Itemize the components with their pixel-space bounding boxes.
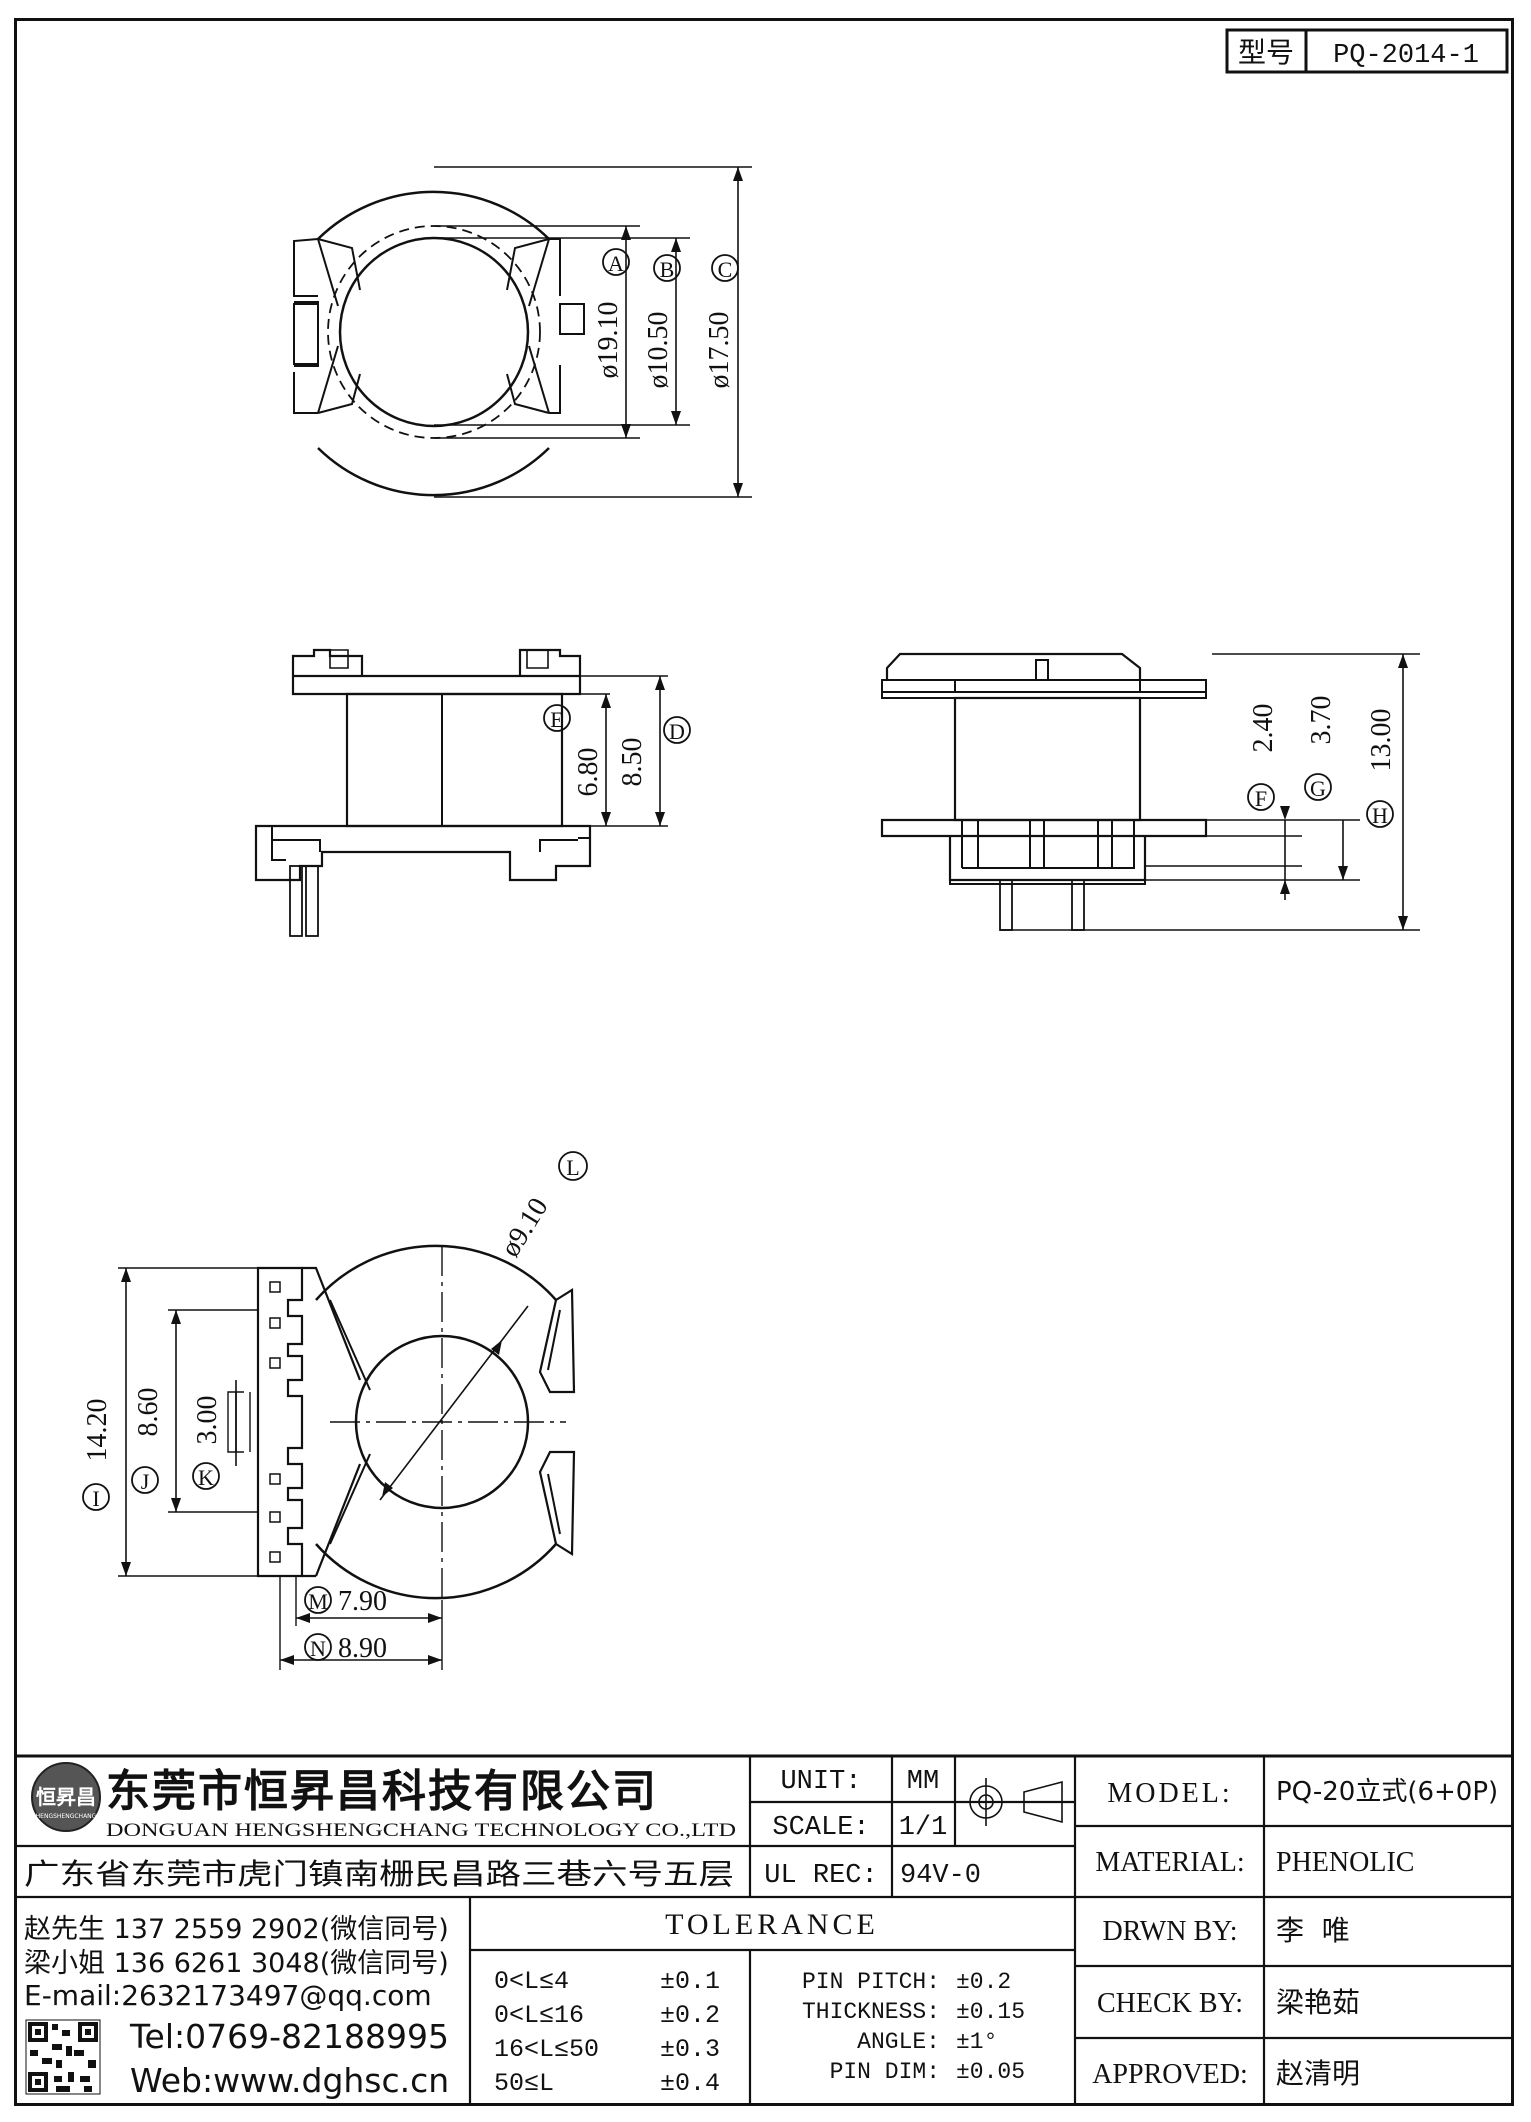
- projection-symbol: [962, 1778, 1070, 1826]
- contact-email: E-mail:2632173497@qq.com: [24, 1979, 432, 2012]
- dim-E-letter: E: [550, 707, 563, 732]
- tol-thickness-label: THICKNESS:: [802, 1999, 940, 2025]
- dim-I-value: 14.20: [82, 1399, 113, 1462]
- tol-value-1: ±0.1: [660, 1967, 720, 1996]
- dim-M-letter: M: [308, 1589, 328, 1614]
- company-logo: 恒昇昌 HENGSHENGCHANG: [31, 1762, 101, 1832]
- dim-H: H 13.00: [1366, 709, 1397, 829]
- tol-pin-dim-label: PIN DIM:: [830, 2059, 940, 2085]
- drawing-frame: [14, 18, 1514, 2106]
- tol-value-2: ±0.2: [660, 2001, 720, 2030]
- contact-web: Web:www.dghsc.cn: [130, 2061, 449, 2100]
- tol-pin-pitch-label: PIN PITCH:: [802, 1969, 940, 1995]
- approved-value: 赵清明: [1276, 2057, 1360, 2090]
- dim-A-value: ø19.10: [593, 302, 624, 379]
- company-name-cn: 东莞市恒昇昌科技有限公司: [106, 1766, 658, 1817]
- approved-label: APPROVED:: [1092, 2059, 1248, 2090]
- scale-label: SCALE:: [772, 1813, 869, 1843]
- tol-value-3: ±0.3: [660, 2035, 720, 2064]
- dim-I-letter: I: [92, 1486, 99, 1511]
- tol-range-3: 16<L≤50: [494, 2035, 599, 2064]
- company-name-en: DONGUAN HENGSHENGCHANG TECHNOLOGY CO.,LT…: [106, 1820, 736, 1841]
- tol-pin-dim-value: ±0.05: [956, 2059, 1025, 2085]
- tol-range-4: 50≤L: [494, 2069, 554, 2098]
- dim-D: D 8.50: [617, 716, 691, 787]
- model-box-value: PQ-2014-1: [1333, 41, 1479, 71]
- drawn-by-value: 李 唯: [1276, 1914, 1350, 1947]
- qr-code: [25, 2019, 101, 2095]
- dim-N: N 8.90: [304, 1633, 387, 1664]
- dim-L: L ø9.10: [495, 1151, 588, 1263]
- dim-E: E 6.80: [543, 704, 604, 797]
- side-view: [880, 652, 1420, 931]
- dim-B-value: ø10.50: [643, 312, 674, 389]
- model-label: MODEL:: [1107, 1778, 1232, 1809]
- model-box-label: 型号: [1238, 36, 1294, 69]
- unit-value: MM: [907, 1767, 939, 1797]
- logo-subtext: HENGSHENGCHANG: [36, 1813, 97, 1820]
- top-view: [293, 166, 752, 498]
- material-label: MATERIAL:: [1095, 1847, 1244, 1878]
- dim-L-value: ø9.10: [495, 1193, 555, 1263]
- dim-C-letter: C: [718, 257, 733, 282]
- tol-range-2: 0<L≤16: [494, 2001, 584, 2030]
- dim-M-value: 7.90: [338, 1586, 387, 1617]
- check-by-value: 梁艳茹: [1276, 1986, 1360, 2019]
- dim-G-value: 3.70: [1306, 696, 1337, 745]
- unit-label: UNIT:: [780, 1767, 861, 1797]
- ul-label: UL REC:: [764, 1861, 877, 1891]
- dim-F: F 2.40: [1247, 704, 1279, 811]
- dim-N-value: 8.90: [338, 1633, 387, 1664]
- tol-angle-label: ANGLE:: [857, 2029, 940, 2055]
- dim-G-letter: G: [1310, 776, 1326, 801]
- contact-2: 梁小姐 136 6261 3048(微信同号): [24, 1948, 449, 1979]
- dim-F-letter: F: [1255, 786, 1267, 811]
- tol-pin-pitch-value: ±0.2: [956, 1969, 1011, 1995]
- company-address: 广东省东莞市虎门镇南栅民昌路三巷六号五层: [24, 1857, 734, 1891]
- model-number-box: 型号 PQ-2014-1: [1225, 28, 1509, 74]
- scale-value: 1/1: [899, 1813, 948, 1843]
- dim-B: B ø10.50: [643, 254, 681, 389]
- dim-G: G 3.70: [1304, 696, 1337, 801]
- dim-J: J 8.60: [131, 1388, 164, 1494]
- dim-C-value: ø17.50: [704, 312, 735, 389]
- dim-B-letter: B: [660, 257, 675, 282]
- dim-A: A ø19.10: [593, 248, 630, 379]
- dim-K-value: 3.00: [192, 1396, 223, 1445]
- contact-1: 赵先生 137 2559 2902(微信同号): [24, 1914, 449, 1945]
- dim-L-letter: L: [566, 1155, 579, 1180]
- contact-tel: Tel:0769-82188995: [129, 2017, 449, 2056]
- tol-angle-value: ±1°: [956, 2029, 997, 2055]
- dim-K-letter: K: [198, 1465, 214, 1490]
- dim-K: K 3.00: [192, 1396, 223, 1491]
- dim-C: C ø17.50: [704, 254, 739, 389]
- tol-value-4: ±0.4: [660, 2069, 720, 2098]
- dim-D-letter: D: [669, 719, 685, 744]
- front-view: [254, 648, 668, 937]
- tolerance-title: TOLERANCE: [665, 1908, 879, 1941]
- dim-H-value: 13.00: [1366, 709, 1397, 772]
- logo-text: 恒昇昌: [36, 1785, 96, 1809]
- dim-H-letter: H: [1372, 803, 1388, 828]
- title-block: [14, 1754, 1514, 2106]
- dim-J-value: 8.60: [133, 1388, 164, 1437]
- dim-F-value: 2.40: [1248, 704, 1279, 753]
- ul-value: 94V-0: [900, 1861, 981, 1891]
- check-by-label: CHECK BY:: [1097, 1988, 1243, 2019]
- material-value: PHENOLIC: [1276, 1847, 1414, 1878]
- drawn-by-label: DRWN BY:: [1102, 1916, 1237, 1947]
- tol-thickness-value: ±0.15: [956, 1999, 1025, 2025]
- bottom-view: [118, 1244, 576, 1670]
- dim-N-letter: N: [310, 1636, 326, 1661]
- model-value: PQ-20立式(6+0P): [1276, 1777, 1498, 1807]
- dim-D-value: 8.50: [617, 738, 648, 787]
- dim-J-letter: J: [141, 1469, 150, 1494]
- dim-M: M 7.90: [304, 1586, 387, 1617]
- tol-range-1: 0<L≤4: [494, 1967, 569, 1996]
- dim-A-letter: A: [608, 251, 624, 276]
- dim-E-value: 6.80: [573, 748, 604, 797]
- dim-I: I 14.20: [82, 1399, 113, 1512]
